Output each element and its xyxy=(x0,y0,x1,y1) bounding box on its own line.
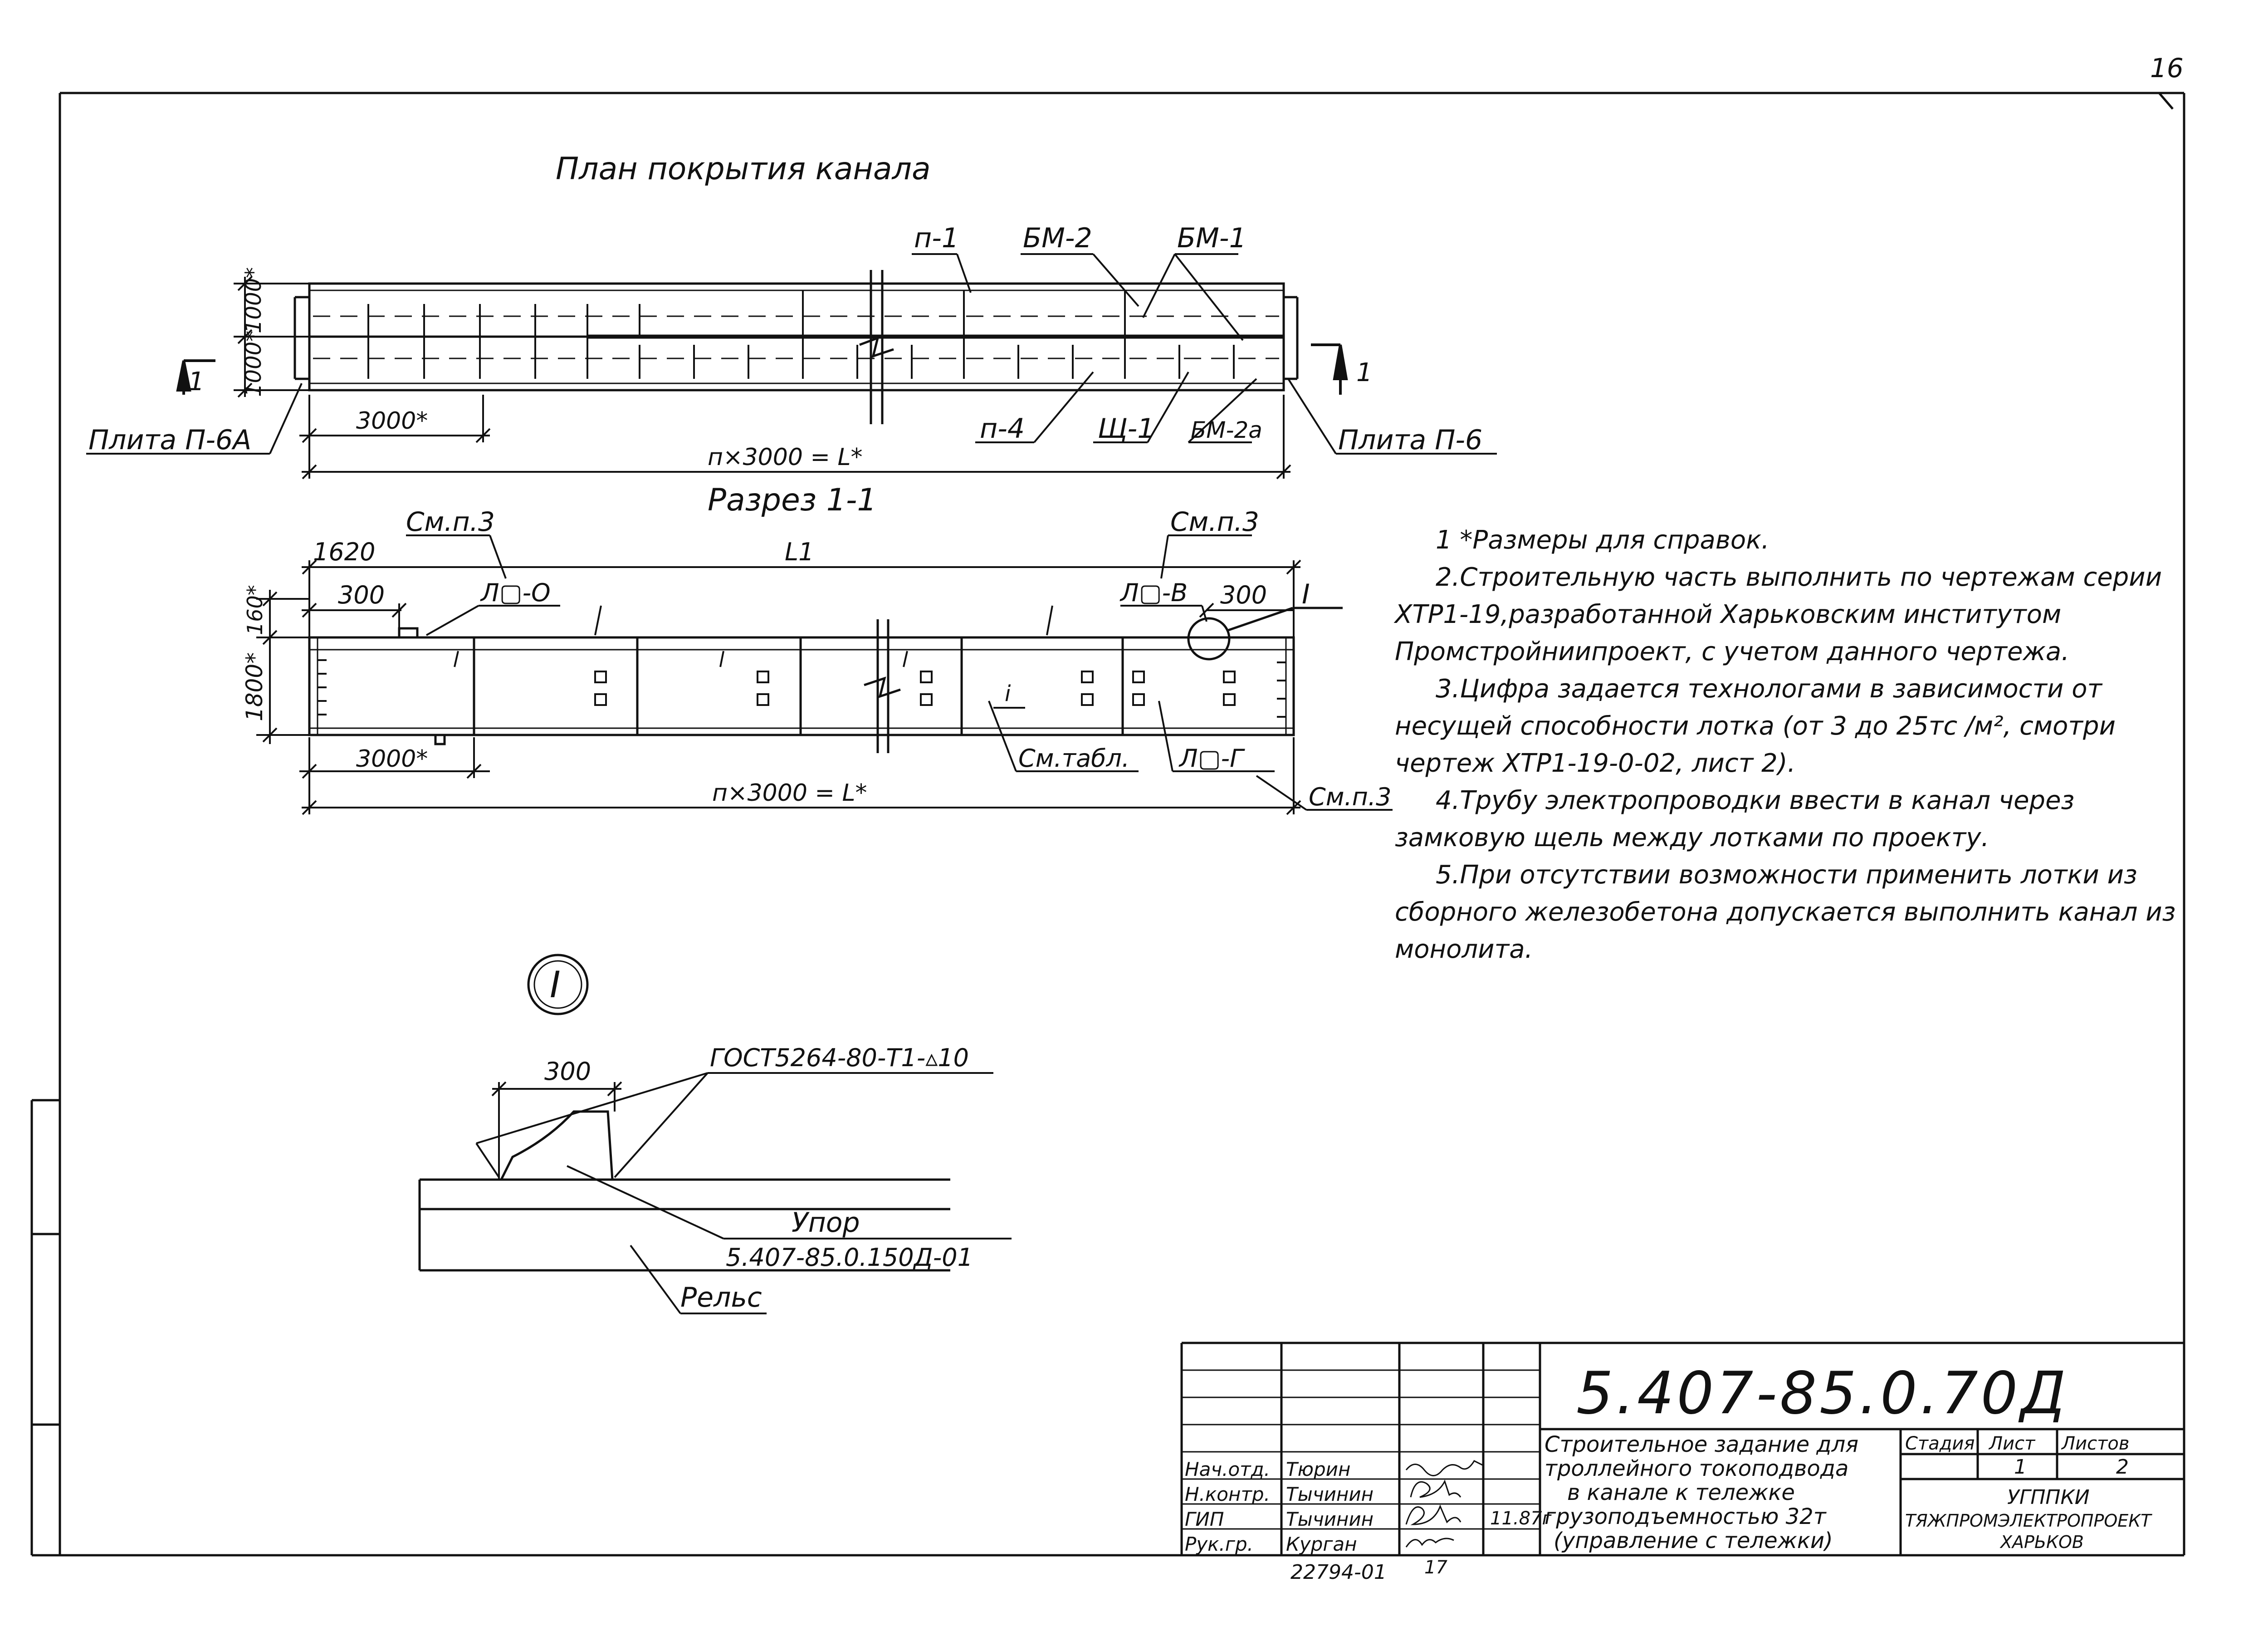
staff-name-2: Тычинин xyxy=(1286,1483,1374,1505)
stage-header: Стадия xyxy=(1905,1433,1975,1454)
label-see-right: См.п.3 xyxy=(1170,506,1259,537)
section-dimensions xyxy=(256,559,1301,815)
detail-mark-circle xyxy=(527,954,589,1015)
detail-dim-label: 300 xyxy=(544,1057,591,1086)
notes-block: 1 *Размеры для справок. 2.Строительную ч… xyxy=(1395,522,2180,968)
label-tray-v: Л▢-В xyxy=(1119,578,1188,607)
detail-stop-label: Упор xyxy=(792,1207,860,1239)
dim-l1: L1 xyxy=(785,538,814,566)
section-node-circle xyxy=(1187,607,1343,661)
staff-role-3: ГИП xyxy=(1185,1508,1224,1530)
plan-dashed-lines xyxy=(313,315,1279,359)
dim-160: 160* xyxy=(243,585,267,635)
page-number: 16 xyxy=(2150,53,2184,83)
section-left-ticks xyxy=(318,659,1286,718)
staff-role-2: Н.контр. xyxy=(1185,1483,1270,1505)
detail-stop-leader xyxy=(567,1165,1012,1239)
section-outline xyxy=(308,627,1295,745)
plan-title: План покрытия канала xyxy=(556,151,931,187)
dim-width-top: 1000* xyxy=(241,267,266,333)
dim-total-plan: п×3000 = L* xyxy=(708,444,863,471)
detail-weld-leaders xyxy=(475,1072,993,1178)
dim-panel-plan: 3000* xyxy=(356,407,428,435)
label-tray-g: Л▢-Г xyxy=(1178,744,1245,773)
description-line-5: (управление с тележки) xyxy=(1554,1528,1833,1553)
staff-name-1: Тюрин xyxy=(1286,1458,1350,1480)
detail-mark-label: I xyxy=(550,964,561,1006)
detail-rail-leader xyxy=(630,1244,767,1314)
dim-total-section: п×3000 = L* xyxy=(712,779,867,807)
staff-role-4: Рук.гр. xyxy=(1185,1533,1253,1555)
sheets-header: Листов xyxy=(2061,1433,2129,1454)
label-plate-left: Плита П-6А xyxy=(88,424,251,456)
sheet-header: Лист xyxy=(1988,1433,2036,1454)
section-bolt-holes xyxy=(594,671,1236,706)
dim-width-bottom: 1000* xyxy=(241,331,266,397)
dim-1800: 1800* xyxy=(241,652,268,721)
staff-name-4: Курган xyxy=(1286,1533,1357,1555)
org-line-2: ТЯЖПРОМЭЛЕКТРОПРОЕКТ xyxy=(1905,1511,2152,1531)
staff-role-1: Нач.отд. xyxy=(1185,1458,1270,1480)
label-bm2: БМ-2 xyxy=(1023,222,1092,254)
note-3: 3.Цифра задается технологами в зависимос… xyxy=(1395,674,2116,778)
plan-top-slabs xyxy=(367,290,1126,337)
label-slope: i xyxy=(1005,681,1011,706)
detail-rail-label: Рельс xyxy=(680,1282,762,1313)
inventory-page: 17 xyxy=(1424,1557,1447,1578)
sign-date: 11.87г xyxy=(1490,1508,1552,1529)
section-leaders xyxy=(406,534,1393,811)
note-4: 4.Трубу электропроводки ввести в канал ч… xyxy=(1395,786,2075,852)
document-code: 5.407-85.0.70Д xyxy=(1576,1360,2068,1427)
org-line-1: УГППКИ xyxy=(2007,1486,2090,1509)
dim-1620: 1620 xyxy=(313,538,375,566)
label-bm1: БМ-1 xyxy=(1177,222,1246,254)
dim-panel-section: 3000* xyxy=(356,745,428,773)
sheet-frame xyxy=(30,92,2185,1557)
label-bm2a: БМ-2а xyxy=(1191,417,1262,443)
section-small-ticks xyxy=(454,605,1053,667)
sheet-value: 1 xyxy=(2014,1455,2027,1479)
label-tray-o: Л▢-О xyxy=(480,578,551,607)
section-break-symbol xyxy=(864,619,901,753)
signatures xyxy=(1405,1460,1484,1548)
note-2: 2.Строительную часть выполнить по чертеж… xyxy=(1395,563,2162,666)
section-mark-left xyxy=(176,359,215,395)
staff-name-3: Тычинин xyxy=(1286,1508,1374,1530)
description-line-2: троллейного токоподвода xyxy=(1545,1456,1848,1481)
detail-weld-label: ГОСТ5264-80-Т1-▵10 xyxy=(710,1043,969,1072)
plan-outline xyxy=(293,282,1299,392)
label-sch1: Щ-1 xyxy=(1098,413,1154,445)
plan-bottom-slabs xyxy=(367,337,1235,379)
plan-dimensions xyxy=(234,276,1291,480)
plan-leaders xyxy=(86,253,1497,455)
description-line-3: в канале к тележке xyxy=(1567,1480,1795,1505)
plan-break-symbol xyxy=(859,270,894,424)
section-mark-right-label: 1 xyxy=(1356,358,1373,387)
label-p4: п-4 xyxy=(980,413,1025,445)
detail-stop-ref: 5.407-85.0.150Д-01 xyxy=(726,1243,973,1272)
description-line-4: грузоподъемностью 32т xyxy=(1545,1504,1827,1529)
detail-dim-300 xyxy=(491,1081,622,1180)
dim-300-right: 300 xyxy=(1220,581,1267,609)
section-mark-right xyxy=(1311,343,1348,395)
sheets-value: 2 xyxy=(2116,1455,2129,1479)
label-plate-right: Плита П-6 xyxy=(1338,424,1482,456)
title-block xyxy=(1180,1342,2184,1555)
label-see-table: См.табл. xyxy=(1018,744,1129,773)
node-ref-label: I xyxy=(1302,578,1310,610)
label-p1: п-1 xyxy=(914,222,959,254)
section-title: Разрез 1-1 xyxy=(708,482,877,518)
label-see-left: См.п.3 xyxy=(406,506,495,537)
dim-300-left: 300 xyxy=(338,581,385,609)
detail-rail xyxy=(418,1178,950,1272)
section-mark-left-label: 1 xyxy=(188,367,205,397)
detail-stop-block xyxy=(500,1110,614,1181)
note-1: 1 *Размеры для справок. xyxy=(1436,525,1769,555)
label-see-bottom: См.п.3 xyxy=(1309,783,1391,811)
org-line-3: ХАРЬКОВ xyxy=(1999,1532,2084,1552)
description-line-1: Строительное задание для xyxy=(1545,1432,1858,1457)
inventory-number: 22794-01 xyxy=(1290,1561,1387,1584)
note-5: 5.При отсутствии возможности применить л… xyxy=(1395,860,2176,964)
